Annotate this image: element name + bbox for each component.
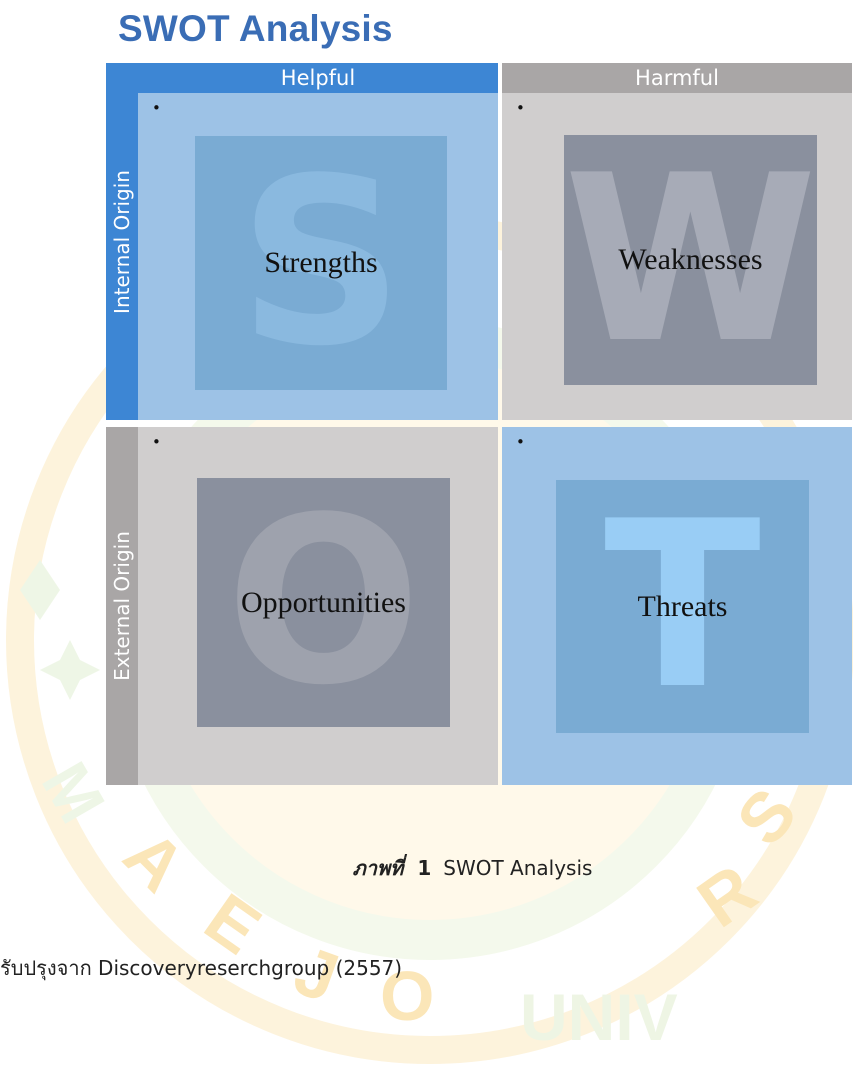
letter-o-graphic: O xyxy=(225,478,422,727)
quadrant-opportunities: • O Opportunities xyxy=(138,427,498,785)
column-header-harmful: Harmful xyxy=(502,63,852,93)
letter-s-graphic: S xyxy=(238,136,404,390)
threats-box: T Threats xyxy=(556,480,809,733)
letter-t-graphic: T xyxy=(604,480,761,733)
source-note: รับปรุงจาก Discoveryreserchgroup (2557) xyxy=(0,956,403,980)
opportunities-box: O Opportunities xyxy=(197,478,450,727)
quadrant-weaknesses: • W Weaknesses xyxy=(502,93,852,420)
bullet: • xyxy=(152,433,161,451)
threats-label: Threats xyxy=(637,589,728,623)
row-header-external: External Origin xyxy=(106,427,138,785)
row-header-internal: Internal Origin xyxy=(106,63,138,420)
quadrant-threats: • T Threats xyxy=(502,427,852,785)
row-label-external: External Origin xyxy=(110,531,134,681)
opportunities-label: Opportunities xyxy=(241,585,406,619)
figure-caption: ภาพที่ 1 SWOT Analysis xyxy=(0,852,853,884)
svg-text:S: S xyxy=(722,774,812,860)
strengths-box: S Strengths xyxy=(195,136,447,390)
quadrant-strengths: • S Strengths xyxy=(138,93,498,420)
bullet: • xyxy=(516,99,525,117)
caption-number: 1 xyxy=(417,856,432,880)
bullet: • xyxy=(152,99,161,117)
diagram-title: SWOT Analysis xyxy=(118,8,393,49)
caption-prefix: ภาพที่ xyxy=(352,856,404,880)
weaknesses-label: Weaknesses xyxy=(618,243,763,276)
row-label-internal: Internal Origin xyxy=(110,169,134,314)
letter-w-graphic: W xyxy=(564,135,817,385)
column-header-helpful: Helpful xyxy=(138,63,498,93)
svg-text:UNIV: UNIV xyxy=(520,980,678,1054)
weaknesses-box: W Weaknesses xyxy=(564,135,817,385)
strengths-label: Strengths xyxy=(264,246,378,279)
caption-text: SWOT Analysis xyxy=(443,856,593,880)
bullet: • xyxy=(516,433,525,451)
